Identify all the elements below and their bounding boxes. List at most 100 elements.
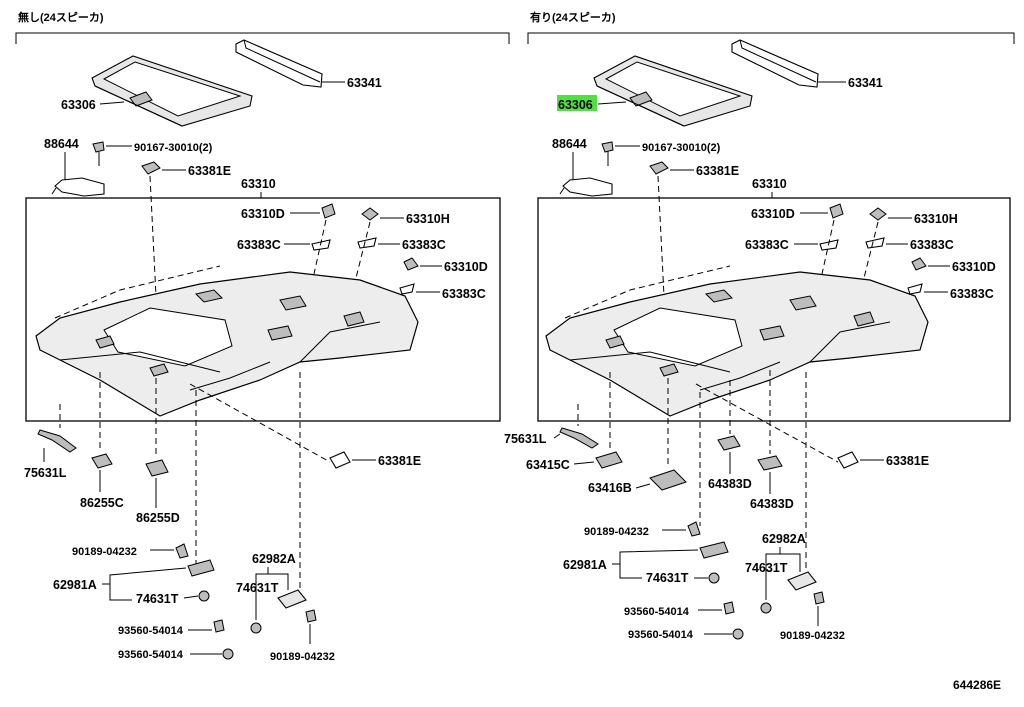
part-label-90189-a[interactable]: 90189-04232: [584, 526, 649, 538]
part-64383d-drawing: [757, 455, 783, 471]
part-label-90167[interactable]: 90167-30010(2): [134, 142, 213, 154]
part-label-63341[interactable]: 63341: [848, 76, 883, 90]
part-label-88644[interactable]: 88644: [44, 137, 79, 151]
leader: [635, 483, 651, 489]
section-with-speakers: 有り(24スピーカ) 63341 63306 88644: [504, 10, 1015, 642]
leader: [597, 101, 627, 105]
part-62982a-drawing: [250, 589, 307, 634]
part-label-93560-b[interactable]: 93560-54014: [628, 629, 694, 641]
part-label-86255d[interactable]: 86255D: [136, 511, 180, 525]
part-63341-drawing: [731, 39, 819, 88]
part-label-63416b[interactable]: 63416B: [588, 481, 632, 495]
part-63383c-drawing: [907, 283, 923, 295]
part-64383d-drawing: [717, 435, 741, 451]
part-63415c-drawing: [595, 451, 623, 469]
part-label-63310d-a[interactable]: 63310D: [751, 207, 795, 221]
part-label-75631l[interactable]: 75631L: [24, 466, 67, 480]
part-63381e-drawing: [141, 161, 161, 175]
part-63383c-drawing: [399, 283, 415, 295]
part-90189-drawing: [305, 609, 317, 623]
part-label-63310d-a[interactable]: 63310D: [241, 207, 285, 221]
part-label-63383c-a[interactable]: 63383C: [237, 238, 281, 252]
dashed-leader: [189, 383, 331, 463]
section-title: 有り(24スピーカ): [530, 10, 616, 24]
part-label-63341[interactable]: 63341: [347, 76, 382, 90]
part-90189-drawing: [687, 521, 701, 537]
part-label-74631t-a[interactable]: 74631T: [136, 592, 179, 606]
section-bracket: [15, 32, 510, 44]
part-label-63306[interactable]: 63306: [61, 98, 96, 112]
part-label-63306-highlighted[interactable]: 63306: [558, 98, 593, 112]
drawing-code: 644286E: [953, 678, 1001, 692]
dashed-leader: [54, 265, 221, 319]
part-86255d-drawing: [145, 459, 169, 477]
part-label-63381e-top[interactable]: 63381E: [188, 164, 231, 178]
part-label-63310h[interactable]: 63310H: [914, 212, 958, 226]
part-63383c-drawing: [819, 239, 839, 251]
part-label-63310d-b[interactable]: 63310D: [444, 260, 488, 274]
part-label-63381e-mid[interactable]: 63381E: [886, 454, 929, 468]
part-label-93560-b[interactable]: 93560-54014: [118, 649, 184, 661]
part-label-86255c[interactable]: 86255C: [80, 496, 124, 510]
part-63381e-drawing: [837, 451, 859, 469]
part-63341-drawing: [235, 39, 323, 88]
part-label-63381e-mid[interactable]: 63381E: [378, 454, 421, 468]
part-label-62981a[interactable]: 62981A: [53, 578, 97, 592]
part-62982a-drawing: [760, 571, 817, 614]
part-label-63383c-c[interactable]: 63383C: [950, 287, 994, 301]
part-63383c-drawing: [357, 237, 377, 249]
part-label-63383c-a[interactable]: 63383C: [745, 238, 789, 252]
part-label-63415c[interactable]: 63415C: [526, 458, 570, 472]
leader: [765, 547, 801, 600]
part-label-62982a[interactable]: 62982A: [252, 552, 296, 566]
part-label-90167[interactable]: 90167-30010(2): [642, 142, 721, 154]
part-label-88644[interactable]: 88644: [552, 137, 587, 151]
headliner-assembly-box: [25, 197, 501, 422]
part-label-64383d-a[interactable]: 64383D: [708, 477, 752, 491]
part-label-62981a[interactable]: 62981A: [563, 558, 607, 572]
highlight-marker: [557, 95, 597, 111]
headliner-63310-drawing: [35, 271, 419, 417]
part-label-93560-a[interactable]: 93560-54014: [624, 606, 690, 618]
part-63310d-drawing: [403, 257, 419, 271]
part-label-90189-b[interactable]: 90189-04232: [270, 651, 335, 663]
part-label-63310d-b[interactable]: 63310D: [952, 260, 996, 274]
part-label-63310h[interactable]: 63310H: [406, 212, 450, 226]
part-label-93560-a[interactable]: 93560-54014: [118, 625, 184, 637]
headliner-assembly-box: [537, 197, 1011, 422]
section-bracket: [527, 32, 1015, 44]
section-title: 無し(24スピーカ): [18, 10, 104, 24]
part-86255c-drawing: [91, 453, 113, 469]
leader: [102, 567, 187, 601]
part-63310d-drawing: [829, 203, 844, 219]
dashed-leader: [149, 175, 157, 297]
part-label-90189-b[interactable]: 90189-04232: [780, 630, 845, 642]
part-63306-drawing: [593, 55, 753, 127]
part-93560-drawing: [213, 619, 234, 660]
part-label-64383d-b[interactable]: 64383D: [750, 497, 794, 511]
part-label-75631l[interactable]: 75631L: [504, 432, 547, 446]
part-label-74631t-b[interactable]: 74631T: [236, 581, 279, 595]
leader: [183, 595, 199, 599]
part-label-62982a[interactable]: 62982A: [762, 532, 806, 546]
part-label-74631t-a[interactable]: 74631T: [646, 571, 689, 585]
part-62981a-drawing: [699, 541, 729, 584]
part-label-63310[interactable]: 63310: [752, 177, 787, 191]
part-label-63383c-b[interactable]: 63383C: [910, 238, 954, 252]
leader: [553, 433, 561, 439]
headliner-63310-drawing: [545, 271, 929, 417]
part-label-63383c-b[interactable]: 63383C: [402, 238, 446, 252]
part-63310d-drawing: [911, 257, 927, 271]
part-75631l-drawing: [37, 429, 77, 453]
part-90167-drawing: [92, 141, 105, 166]
part-75631l-drawing: [559, 427, 599, 449]
part-label-63381e-top[interactable]: 63381E: [696, 164, 739, 178]
part-label-90189-a[interactable]: 90189-04232: [72, 546, 137, 558]
part-90167-drawing: [601, 141, 614, 166]
dashed-leader: [657, 175, 665, 297]
part-62981a-drawing: [187, 559, 215, 602]
part-label-63383c-c[interactable]: 63383C: [442, 287, 486, 301]
dashed-leader: [695, 383, 839, 463]
part-label-74631t-b[interactable]: 74631T: [745, 561, 788, 575]
part-label-63310[interactable]: 63310: [241, 177, 276, 191]
